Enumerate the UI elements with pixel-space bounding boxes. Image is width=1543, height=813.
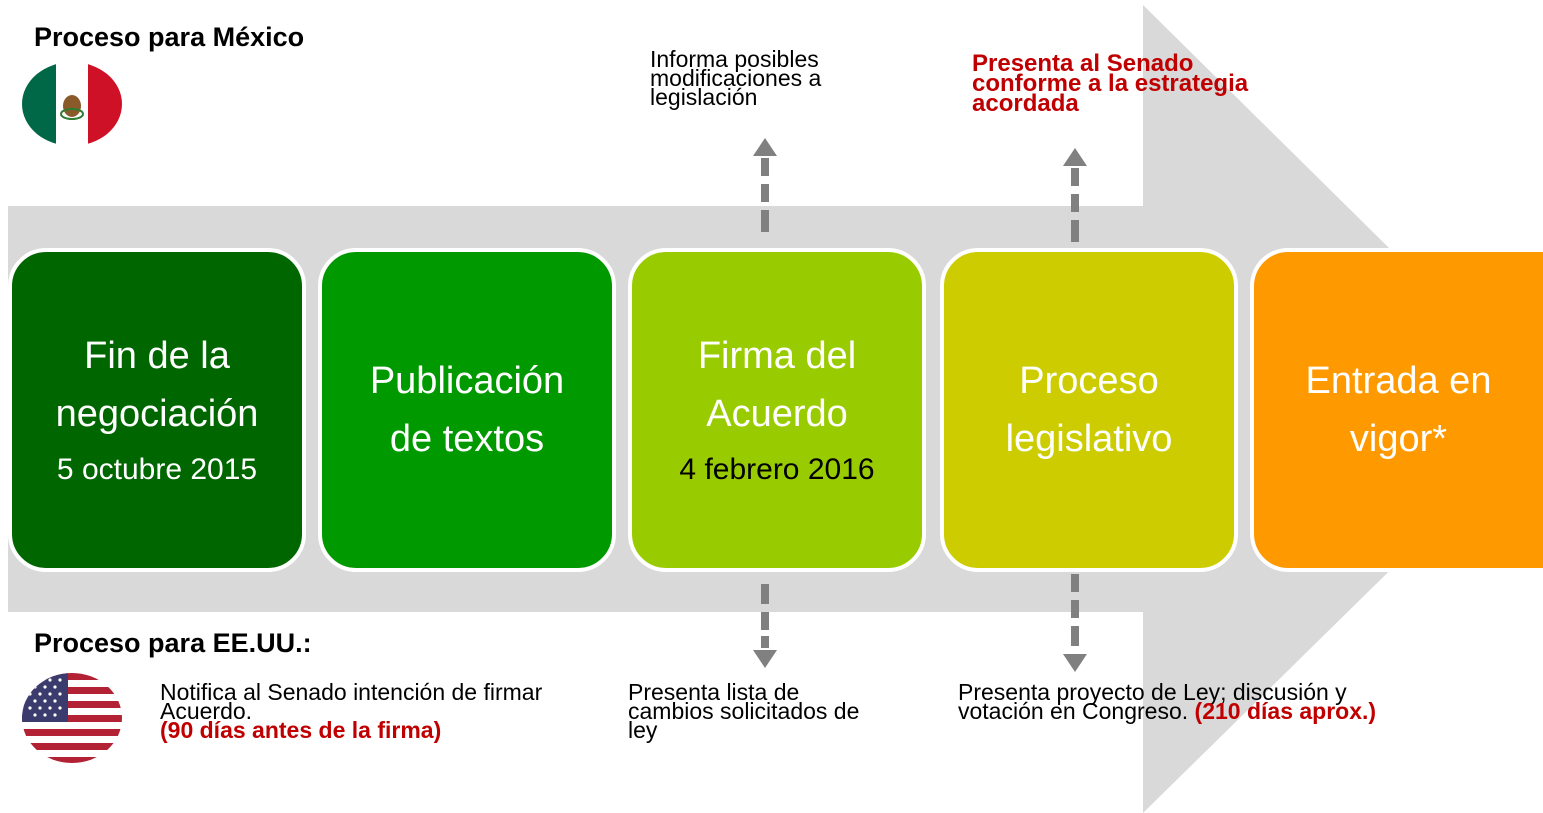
note-text: Presenta lista de cambios solicitados de…	[628, 679, 860, 743]
usa-note-lista-cambios: Presenta lista de cambios solicitados de…	[628, 681, 878, 742]
mexico-note-legislation: Informa posibles modificaciones a legisl…	[650, 46, 822, 110]
step-fin-negociacion: Fin de la negociación 5 octubre 2015	[8, 248, 306, 572]
step-firma-acuerdo: Firma del Acuerdo 4 febrero 2016	[628, 248, 926, 572]
note-emphasis: (210 días aprox.)	[1194, 698, 1377, 724]
step-date: 5 octubre 2015	[56, 453, 258, 486]
step-date: 4 febrero 2016	[679, 453, 875, 486]
step-proceso-legislativo: Proceso legislativo	[940, 248, 1238, 572]
step-title: Fin de la negociación	[55, 335, 259, 435]
note-text: Presenta proyecto de Ley; discusión y vo…	[958, 679, 1347, 724]
note-text: Notifica al Senado intención de firmar A…	[160, 679, 543, 724]
step-title: Firma del Acuerdo	[697, 335, 857, 435]
mexico-process-title: Proceso para México	[34, 22, 305, 52]
usa-note-notifica: Notifica al Senado intención de firmar A…	[160, 681, 600, 743]
usa-note-proyecto-ley: Presenta proyecto de Ley; discusión y vo…	[958, 681, 1378, 724]
step-title: Entrada en vigor*	[1305, 360, 1492, 460]
step-title: Publicación de textos	[369, 360, 565, 460]
mexico-flag-icon	[22, 62, 122, 146]
usa-flag-icon	[22, 673, 122, 763]
usa-process-title: Proceso para EE.UU.:	[34, 628, 312, 658]
step-publicacion-textos: Publicación de textos	[318, 248, 616, 572]
note-emphasis: (90 días antes de la firma)	[160, 717, 442, 743]
step-title: Proceso legislativo	[1005, 360, 1173, 460]
mexico-note-senate: Presenta al Senado conforme a la estrate…	[972, 50, 1249, 117]
step-entrada-vigor: Entrada en vigor*	[1250, 248, 1543, 572]
